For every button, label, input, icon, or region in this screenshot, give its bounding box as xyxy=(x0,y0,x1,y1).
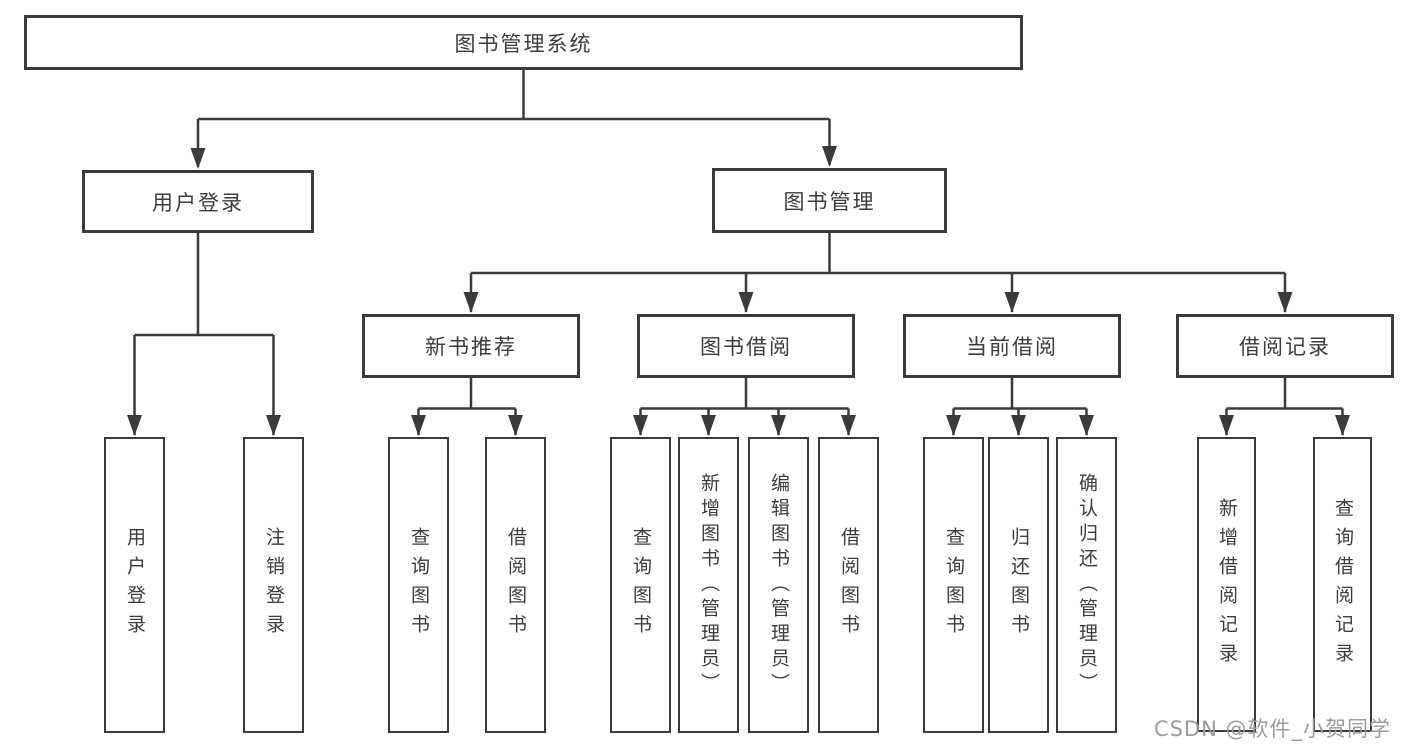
leaf-query-books-current-label: 查询图书 xyxy=(943,527,965,643)
leaf-confirm-return-admin-label: 确认归还（管理员） xyxy=(1076,472,1098,698)
leaf-query-books-recommend-label: 查询图书 xyxy=(408,527,430,643)
leaf-borrow-books-borrowing: 借阅图书 xyxy=(818,437,879,733)
leaf-add-books-admin-label: 新增图书（管理员） xyxy=(698,472,720,698)
leaf-query-books-recommend: 查询图书 xyxy=(388,437,449,733)
node-root-label: 图书管理系统 xyxy=(454,31,593,56)
leaf-return-books: 归还图书 xyxy=(988,437,1049,733)
leaf-logout-label: 注销登录 xyxy=(263,527,285,643)
node-book-borrowing: 图书借阅 xyxy=(637,314,855,378)
leaf-user-login: 用户登录 xyxy=(104,437,165,733)
node-current-borrowing: 当前借阅 xyxy=(903,314,1121,378)
node-book-borrowing-label: 图书借阅 xyxy=(700,335,792,359)
leaf-borrow-books-recommend: 借阅图书 xyxy=(485,437,546,733)
leaf-borrow-books-borrowing-label: 借阅图书 xyxy=(838,527,860,643)
leaf-add-borrow-record-label: 新增借阅记录 xyxy=(1216,497,1238,672)
leaf-borrow-books-recommend-label: 借阅图书 xyxy=(505,527,527,643)
leaf-query-borrow-record-label: 查询借阅记录 xyxy=(1332,497,1354,672)
node-book-management: 图书管理 xyxy=(712,168,947,233)
leaf-user-login-label: 用户登录 xyxy=(124,527,146,643)
leaf-edit-books-admin: 编辑图书（管理员） xyxy=(748,437,809,733)
node-new-book-recommendation-label: 新书推荐 xyxy=(425,335,517,359)
csdn-watermark: CSDN @软件_小贺同学 xyxy=(1153,717,1391,741)
node-new-book-recommendation: 新书推荐 xyxy=(362,314,580,378)
node-borrowing-records: 借阅记录 xyxy=(1176,314,1394,378)
node-user-login-label: 用户登录 xyxy=(152,190,244,215)
node-book-management-label: 图书管理 xyxy=(783,189,876,214)
leaf-logout: 注销登录 xyxy=(243,437,304,733)
node-borrowing-records-label: 借阅记录 xyxy=(1239,335,1331,359)
leaf-edit-books-admin-label: 编辑图书（管理员） xyxy=(768,472,790,698)
node-root: 图书管理系统 xyxy=(24,15,1023,70)
leaf-query-books-borrowing: 查询图书 xyxy=(610,437,671,733)
leaf-query-borrow-record: 查询借阅记录 xyxy=(1313,437,1372,732)
leaf-add-borrow-record: 新增借阅记录 xyxy=(1197,437,1256,732)
node-current-borrowing-label: 当前借阅 xyxy=(966,335,1058,359)
leaf-return-books-label: 归还图书 xyxy=(1008,527,1030,643)
leaf-query-books-borrowing-label: 查询图书 xyxy=(630,527,652,643)
leaf-confirm-return-admin: 确认归还（管理员） xyxy=(1056,437,1117,733)
node-user-login: 用户登录 xyxy=(82,170,314,233)
leaf-query-books-current: 查询图书 xyxy=(923,437,984,733)
leaf-add-books-admin: 新增图书（管理员） xyxy=(678,437,739,733)
